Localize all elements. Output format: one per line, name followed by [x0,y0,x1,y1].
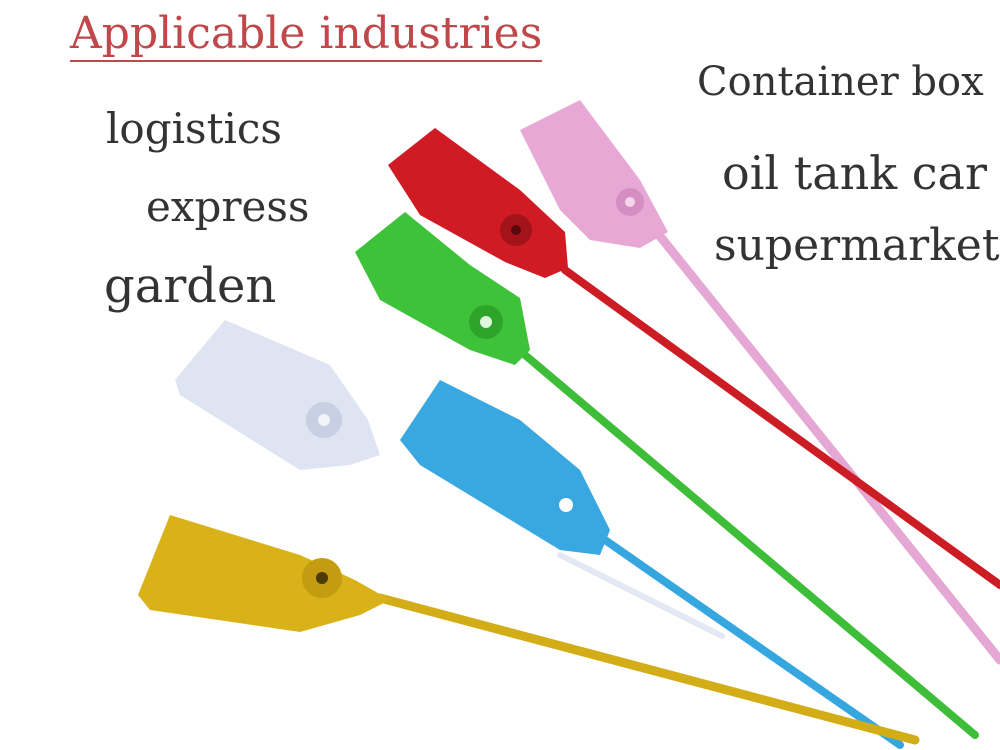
yellow-tag-strap [375,593,920,745]
red-tag-strap [561,266,1000,589]
industry-garden: garden [104,258,277,314]
white-tag-hole-center [318,414,330,426]
green-tag-strap [521,351,979,739]
white-seal-tag [175,320,725,639]
blue-tag-body [400,380,610,555]
white-tag-body [175,320,380,470]
industry-oil-tank-car: oil tank car [722,146,987,200]
blue-tag-hole [559,498,573,512]
pink-seal-tag [520,100,1000,665]
pink-tag-hole-center [625,197,635,207]
industry-supermarket: supermarket [714,220,1000,271]
industry-container-box: Container box [697,59,984,105]
red-seal-tag [388,128,1000,589]
industry-express: express [146,182,310,231]
yellow-tag-hole-center [316,572,328,584]
white-tag-strap [557,552,725,639]
pink-tag-strap [650,225,1000,665]
green-tag-hole-center [480,316,492,328]
page-title: Applicable industries [70,12,543,62]
blue-tag-strap [601,536,904,749]
green-seal-tag [355,212,979,739]
yellow-tag-body [138,515,390,632]
industry-logistics: logistics [106,104,282,153]
red-tag-hole-center [511,225,521,235]
yellow-seal-tag [138,515,920,745]
blue-seal-tag [400,380,904,749]
